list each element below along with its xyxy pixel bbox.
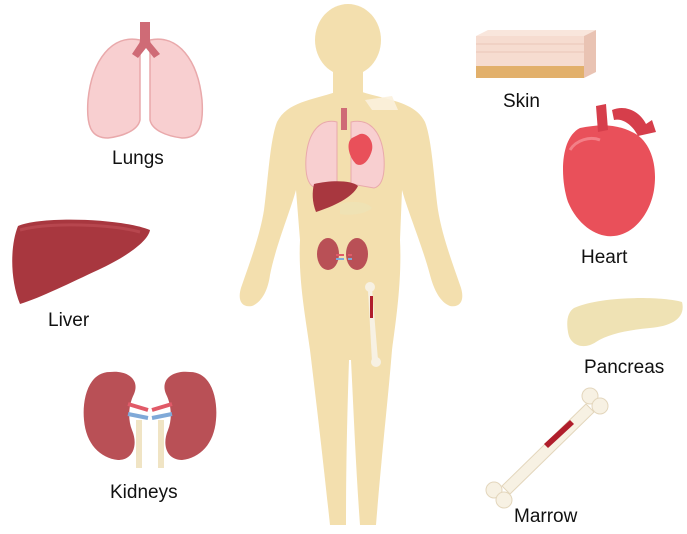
heart-label: Heart [581, 248, 627, 267]
liver-illustration [12, 220, 150, 304]
kidneys-illustration [84, 372, 217, 468]
skin-illustration [476, 30, 596, 78]
skin-label: Skin [503, 92, 540, 111]
pancreas-illustration [567, 298, 682, 346]
pancreas-label: Pancreas [584, 358, 664, 377]
kidneys-label: Kidneys [110, 483, 178, 502]
liver-label: Liver [48, 311, 89, 330]
lungs-illustration [88, 22, 203, 138]
marrow-label: Marrow [514, 507, 577, 526]
heart-illustration [563, 104, 656, 236]
bone-marrow-illustration [486, 388, 608, 508]
lungs-label: Lungs [112, 149, 164, 168]
